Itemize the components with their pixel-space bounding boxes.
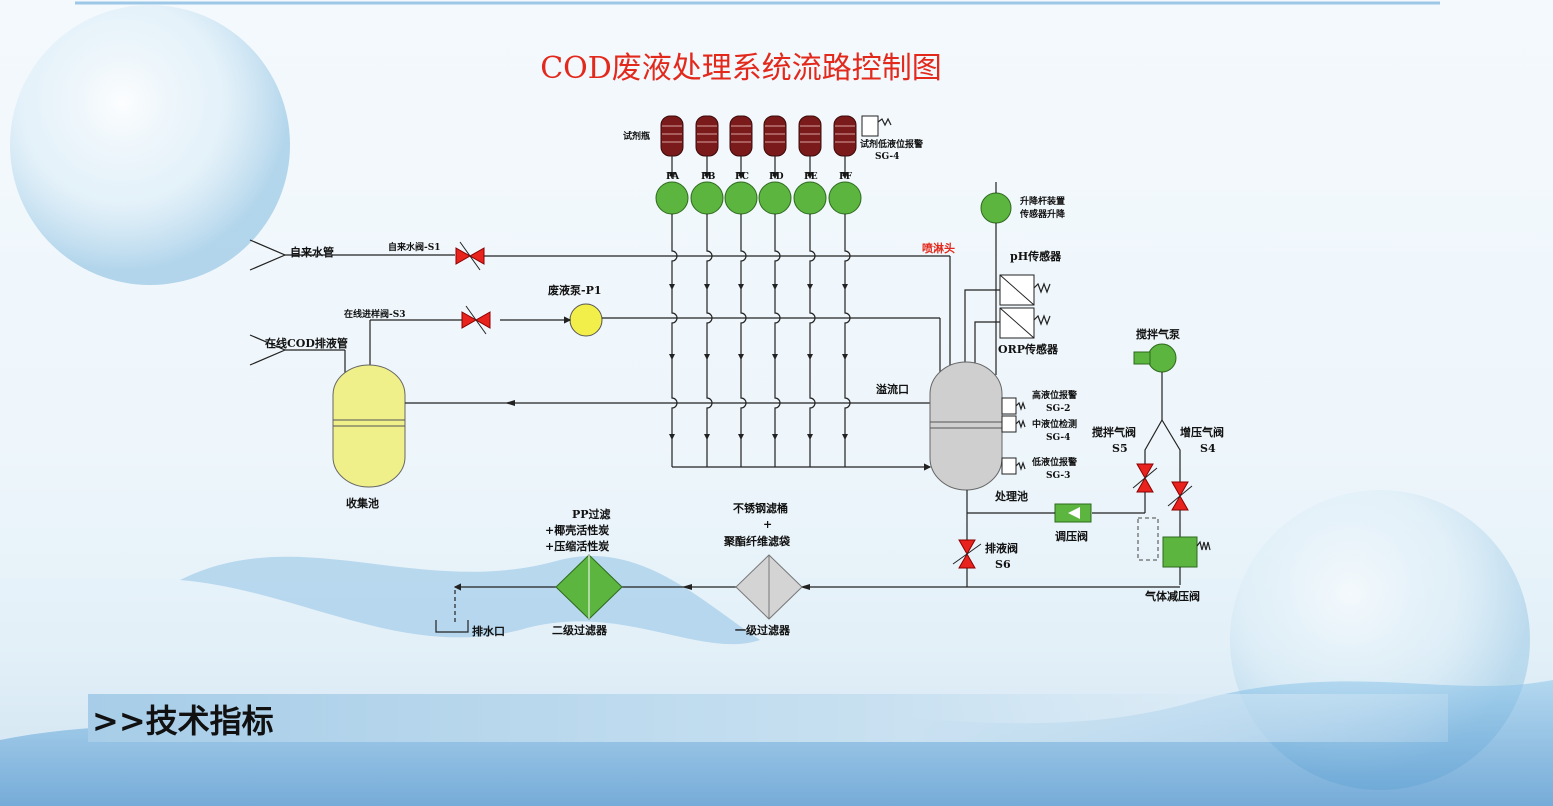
reagent-bottles bbox=[660, 115, 857, 180]
reagent-level-sensor bbox=[861, 115, 892, 137]
low-level-alarm bbox=[1001, 457, 1026, 475]
spray-head-label: 喷淋头 bbox=[922, 241, 955, 255]
waste-pump-label: 废液泵-P1 bbox=[548, 283, 602, 297]
lift-device-label-2: 传感器升降 bbox=[1019, 208, 1066, 220]
tap-water-inlet bbox=[249, 239, 287, 271]
stir-valve-tag: S5 bbox=[1112, 442, 1128, 455]
boost-valve[interactable] bbox=[1167, 481, 1193, 511]
lift-device-label-1: 升降杆装置 bbox=[1020, 195, 1065, 207]
boost-valve-label: 增压气阀 bbox=[1180, 425, 1224, 439]
stir-pump-icon[interactable] bbox=[1147, 343, 1177, 373]
drain-valve-label: 排液阀 bbox=[985, 541, 1018, 555]
filter1-desc-1: 不锈钢滤桶 bbox=[733, 501, 788, 515]
stir-valve-label: 搅拌气阀 bbox=[1092, 425, 1136, 439]
dosing-pump[interactable]: PE bbox=[793, 172, 827, 215]
reagent-alarm-label: 试剂低液位报警 bbox=[860, 138, 923, 150]
sampling-valve[interactable] bbox=[461, 305, 491, 335]
overflow-label: 溢流口 bbox=[876, 382, 909, 396]
dosing-line bbox=[807, 214, 816, 467]
dosing-lines bbox=[669, 214, 851, 467]
dosing-pumps: PA PB PC PD PE PF bbox=[655, 172, 862, 215]
boost-valve-tag: S4 bbox=[1200, 442, 1216, 455]
pump-label: PE bbox=[804, 172, 818, 182]
dosing-line bbox=[842, 214, 851, 467]
filter2-desc-3: +压缩活性炭 bbox=[545, 539, 609, 553]
pump-label: PA bbox=[666, 172, 680, 182]
mid-level-tag: SG-4 bbox=[1046, 433, 1070, 443]
collection-tank-label: 收集池 bbox=[346, 496, 379, 510]
tap-water-valve[interactable] bbox=[455, 241, 485, 271]
low-level-label: 低液位报警 bbox=[1031, 456, 1077, 468]
orp-sensor bbox=[999, 307, 1051, 339]
filter2-label: 二级过滤器 bbox=[552, 623, 608, 637]
diagram-title: COD废液处理系统流路控制图 bbox=[540, 51, 942, 86]
orp-sensor-label: ORP传感器 bbox=[998, 342, 1059, 356]
ph-sensor-label: pH传感器 bbox=[1010, 249, 1062, 263]
filter1-label: 一级过滤器 bbox=[735, 623, 791, 637]
dosing-line bbox=[772, 214, 781, 467]
tap-water-valve-label: 自来水阀-S1 bbox=[388, 241, 441, 253]
treatment-tank bbox=[929, 361, 1003, 491]
reagent-alarm-tag: SG-4 bbox=[875, 152, 899, 162]
stir-valve[interactable] bbox=[1132, 463, 1158, 493]
section-band bbox=[88, 694, 1448, 742]
waste-pump-icon[interactable] bbox=[569, 303, 603, 337]
gas-reducer-label: 气体减压阀 bbox=[1144, 589, 1200, 603]
drain-outlet-label: 排水口 bbox=[472, 624, 505, 638]
pump-label: PB bbox=[701, 172, 716, 182]
drain-valve[interactable] bbox=[952, 539, 982, 569]
pressure-regulator-label: 调压阀 bbox=[1055, 529, 1088, 543]
dosing-pump[interactable]: PD bbox=[758, 172, 792, 215]
section-heading: >>技术指标 bbox=[92, 702, 274, 740]
drain-valve-tag: S6 bbox=[995, 558, 1011, 571]
reagent-bottles-label: 试剂瓶 bbox=[623, 130, 650, 142]
dosing-pump[interactable]: PA bbox=[655, 172, 689, 215]
high-level-alarm bbox=[1001, 397, 1026, 415]
mid-level-label: 中液位检测 bbox=[1032, 418, 1077, 430]
reagent-bottle bbox=[729, 115, 753, 180]
reagent-bottle bbox=[660, 115, 684, 180]
treatment-tank-label: 处理池 bbox=[994, 489, 1028, 503]
high-level-tag: SG-2 bbox=[1046, 404, 1070, 414]
bubble-decoration bbox=[10, 5, 290, 285]
cod-drain-label: 在线COD排液管 bbox=[265, 336, 348, 350]
pump-label: PC bbox=[735, 172, 749, 182]
filter2-desc-1: PP过滤 bbox=[572, 507, 611, 521]
high-level-label: 高液位报警 bbox=[1032, 389, 1077, 401]
pump-label: PF bbox=[839, 172, 853, 182]
dosing-line bbox=[669, 214, 678, 467]
reagent-bottle bbox=[798, 115, 822, 180]
filter1-desc-3: 聚酯纤维滤袋 bbox=[723, 534, 791, 548]
stir-pump-label: 搅拌气泵 bbox=[1136, 327, 1180, 341]
gas-reducer[interactable] bbox=[1162, 536, 1211, 568]
pressure-regulator[interactable] bbox=[1054, 503, 1092, 523]
filter2-desc-2: +椰壳活性炭 bbox=[545, 523, 609, 537]
lift-device-icon bbox=[980, 192, 1012, 224]
dosing-pump[interactable]: PB bbox=[690, 172, 724, 215]
secondary-filter bbox=[555, 554, 623, 620]
pump-label: PD bbox=[769, 172, 784, 182]
reagent-bottle bbox=[763, 115, 787, 180]
splash-decoration bbox=[180, 556, 760, 645]
tap-water-label: 自来水管 bbox=[290, 245, 334, 259]
dosing-pump[interactable]: PC bbox=[724, 172, 758, 215]
drain-outlet-icon bbox=[435, 620, 469, 633]
dosing-line bbox=[738, 214, 747, 467]
filter1-desc-2: + bbox=[763, 518, 772, 531]
sampling-valve-label: 在线进样阀-S3 bbox=[344, 308, 406, 320]
primary-filter bbox=[735, 554, 803, 620]
ph-sensor bbox=[999, 274, 1051, 306]
dosing-line bbox=[704, 214, 713, 467]
low-level-tag: SG-3 bbox=[1046, 471, 1070, 481]
reagent-bottle bbox=[833, 115, 857, 180]
mid-level-detect bbox=[1001, 415, 1026, 433]
dosing-pump[interactable]: PF bbox=[828, 172, 862, 215]
reagent-bottle bbox=[695, 115, 719, 180]
